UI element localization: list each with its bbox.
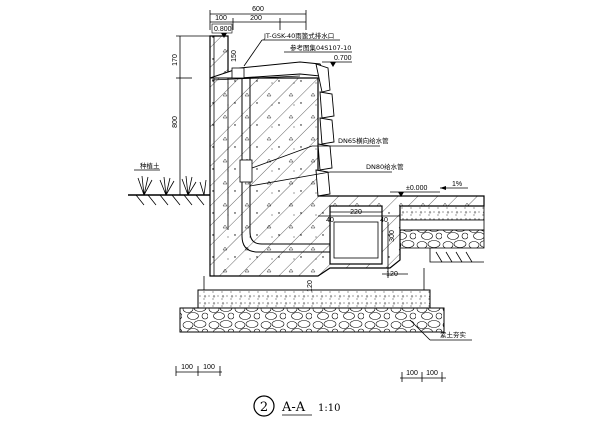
elevation-ground-text: ±0.000 <box>406 185 427 192</box>
elevation-top-text: 0.800 <box>214 26 232 33</box>
dim-top-right: 200 <box>250 15 262 22</box>
stone-facing <box>315 63 335 197</box>
section-number-circle <box>253 395 275 417</box>
dim-bottom-right-a: 100 <box>406 370 418 377</box>
ground-elevation-marker: ±0.000 <box>390 185 440 197</box>
compacted-soil-label: 素土夯实 <box>440 330 467 339</box>
planting-soil-label: 种植土 <box>140 161 160 170</box>
dim-bottom-left-a: 100 <box>181 364 193 371</box>
section-name: A-A <box>281 400 306 415</box>
dim-ledge-150: 150 <box>231 50 238 62</box>
dim-channel-right-40: 40 <box>380 217 388 224</box>
foundation <box>179 268 445 333</box>
drain-outlet <box>231 39 340 79</box>
dim-bottom-left-b: 100 <box>203 364 215 371</box>
compacted-soil-leader: 素土夯实 <box>409 319 472 341</box>
dim-channel-300: 300 <box>389 230 396 242</box>
dim-base-120: 120 <box>307 280 314 292</box>
dim-total-width: 600 <box>252 6 264 13</box>
dn65-leader: DN65横向给水管 <box>251 136 389 169</box>
reference-label: 参考图集04S107-10 <box>290 43 351 52</box>
cap-elevation-marker: 0.700 <box>322 55 352 67</box>
bottom-left-dimensions: 100 100 <box>175 364 222 376</box>
dim-channel-left-40: 40 <box>326 217 334 224</box>
grass-clumps <box>137 175 207 196</box>
dn80-label: DN80给水管 <box>366 162 404 171</box>
slope-indicator: 1% <box>440 181 468 190</box>
section-title: 2 A-A 1:10 <box>253 395 340 417</box>
dim-channel-120: 120 <box>386 271 398 278</box>
dim-left-800: 800 <box>172 116 179 128</box>
dim-top-left: 100 <box>215 15 227 22</box>
elevation-cap-text: 0.700 <box>334 55 352 62</box>
dn80-leader: DN80给水管 <box>249 162 404 187</box>
paving-layers <box>399 205 485 263</box>
planting-area: 种植土 <box>128 161 210 206</box>
dim-bottom-right-b: 100 <box>426 370 438 377</box>
top-dimensions: 600 100 200 <box>209 6 307 30</box>
section-number: 2 <box>260 400 268 415</box>
bottom-right-dimensions: 100 100 <box>400 370 446 382</box>
dim-left-170: 170 <box>172 54 179 66</box>
water-pipe <box>239 78 330 253</box>
dn65-label: DN65横向给水管 <box>338 136 389 145</box>
section-scale: 1:10 <box>318 403 340 414</box>
drain-outlet-label: JT-GSK-40雨篦式排水口 <box>263 31 334 40</box>
dim-channel-220: 220 <box>350 209 362 216</box>
channel-dimensions: 40 220 40 300 120 120 <box>307 209 408 292</box>
slope-text: 1% <box>452 181 462 188</box>
